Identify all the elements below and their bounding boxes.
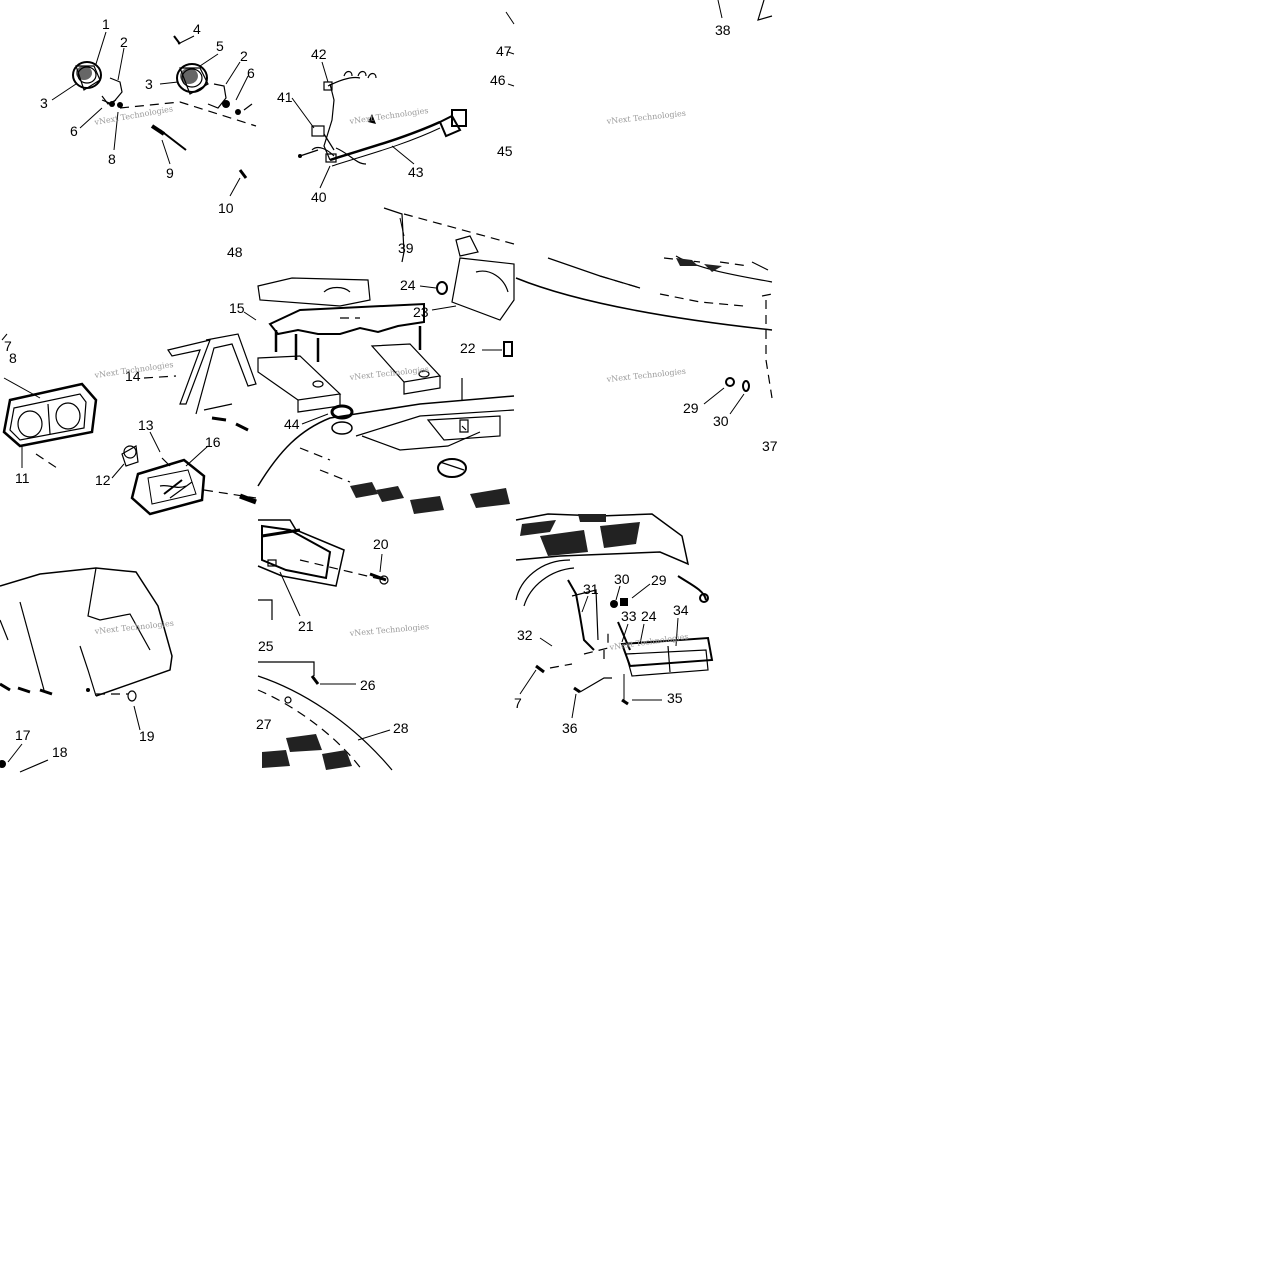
label-3: 3 [40, 95, 48, 111]
label-46: 46 [490, 72, 506, 88]
watermark: vNext Technologies [348, 106, 429, 126]
label-19: 19 [139, 728, 155, 744]
watermark: vNext Technologies [605, 109, 686, 126]
tile-windshield: 29 30 37 vNext Technologies [515, 255, 778, 454]
label-33: 33 [621, 608, 637, 624]
gauge-right [176, 63, 209, 95]
label-8: 8 [9, 350, 17, 366]
label-5: 5 [216, 38, 224, 54]
label-28: 28 [393, 720, 409, 736]
label-30: 30 [713, 413, 729, 429]
label-38: 38 [715, 22, 731, 38]
label-37: 37 [762, 438, 778, 454]
label-16: 16 [205, 434, 221, 450]
bracket-left [101, 77, 123, 105]
label-8: 8 [108, 151, 116, 167]
label-45: 45 [497, 143, 513, 159]
label-7: 7 [4, 338, 12, 354]
watermark: vNext Technologies [605, 367, 686, 384]
label-3: 3 [145, 76, 153, 92]
label-2: 2 [240, 48, 248, 64]
tile-storage: 20 21 25 26 27 28 vNext Technologies [256, 519, 429, 771]
label-30: 30 [614, 571, 630, 587]
tile-headlight: 7 8 14 13 16 11 12 48 15 vNext Technolog… [1, 244, 257, 516]
watermark: vNext Technologies [93, 104, 174, 127]
label-10: 10 [218, 200, 234, 216]
label-26: 26 [360, 677, 376, 693]
label-18: 18 [52, 744, 68, 760]
label-13: 13 [138, 417, 154, 433]
label-31: 31 [583, 581, 599, 597]
label-11: 11 [15, 470, 30, 486]
label-6: 6 [247, 65, 255, 81]
label-41: 41 [277, 89, 293, 105]
label-40: 40 [311, 189, 327, 205]
label-35: 35 [667, 690, 683, 706]
tile-harness: 42 41 43 40 vNext Technologies [277, 46, 467, 205]
label-27: 27 [256, 716, 272, 732]
label-32: 32 [517, 627, 533, 643]
label-23: 23 [413, 304, 429, 320]
label-29: 29 [683, 400, 699, 416]
tile-top-right: 47 46 45 vNext Technologies 38 [490, 0, 773, 159]
label-7: 7 [514, 695, 522, 711]
label-20: 20 [373, 536, 389, 552]
label-2: 2 [120, 34, 128, 50]
tile-gauges: 1 2 3 4 5 2 6 3 6 8 9 10 vNext Technolog… [40, 16, 257, 216]
label-6: 6 [70, 123, 78, 139]
watermark: vNext Technologies [348, 622, 429, 638]
label-36: 36 [562, 720, 578, 736]
watermark: vNext Technologies [608, 632, 689, 652]
label-39: 39 [398, 240, 414, 256]
label-43: 43 [408, 164, 424, 180]
gauge-left [72, 61, 102, 91]
label-24: 24 [400, 277, 416, 293]
label-15: 15 [229, 300, 245, 316]
label-9: 9 [166, 165, 174, 181]
label-22: 22 [460, 340, 476, 356]
tile-rear-bracket: 31 30 29 33 24 34 32 7 36 35 vNext Techn… [514, 513, 714, 736]
label-42: 42 [311, 46, 327, 62]
label-25: 25 [258, 638, 274, 654]
label-14: 14 [125, 368, 141, 384]
label-21: 21 [298, 618, 314, 634]
tile-side-panel: 19 17 18 vNext Technologies [0, 567, 174, 773]
bracket-right [207, 83, 227, 109]
label-17: 17 [15, 727, 31, 743]
tile-hood-center: 39 24 23 22 44 vNext Technologies [257, 207, 515, 514]
label-47: 47 [496, 43, 512, 59]
label-24: 24 [641, 608, 657, 624]
label-34: 34 [673, 602, 689, 618]
label-12: 12 [95, 472, 111, 488]
label-29: 29 [651, 572, 667, 588]
label-44: 44 [284, 416, 300, 432]
label-1: 1 [102, 16, 110, 32]
label-48: 48 [227, 244, 243, 260]
label-4: 4 [193, 21, 201, 37]
